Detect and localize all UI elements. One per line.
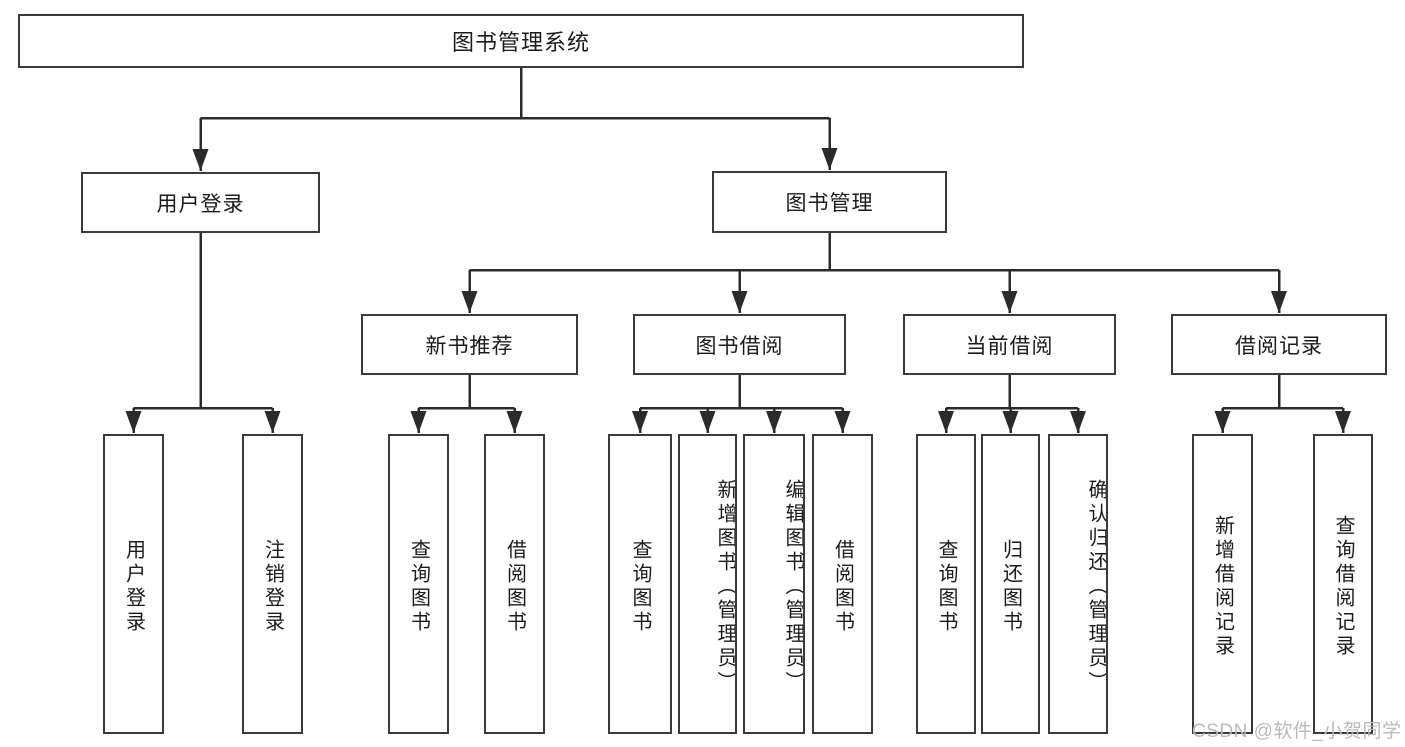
node-borrowing-records[interactable]: 借阅记录 <box>1171 314 1387 375</box>
watermark-text: CSDN @软件_小贺同学 <box>1192 721 1402 742</box>
leaf-borrow-books-borrowing[interactable]: 借阅图书 <box>812 434 873 734</box>
leaf-user-login[interactable]: 用户登录 <box>103 434 164 734</box>
node-user-login[interactable]: 用户登录 <box>81 172 320 233</box>
node-book-management[interactable]: 图书管理 <box>712 171 947 233</box>
node-new-book-recommendation[interactable]: 新书推荐 <box>361 314 578 375</box>
leaf-add-book-admin[interactable]: 新增图书（管理员） <box>678 434 737 734</box>
leaf-logout[interactable]: 注销登录 <box>242 434 303 734</box>
leaf-add-borrowing-record[interactable]: 新增借阅记录 <box>1192 434 1253 734</box>
node-book-borrowing[interactable]: 图书借阅 <box>633 314 846 375</box>
leaf-query-books-borrowing[interactable]: 查询图书 <box>608 434 672 734</box>
leaf-edit-book-admin[interactable]: 编辑图书（管理员） <box>743 434 805 734</box>
leaf-query-books-current[interactable]: 查询图书 <box>916 434 976 734</box>
leaf-query-books-recommendation[interactable]: 查询图书 <box>388 434 449 734</box>
leaf-confirm-return-admin[interactable]: 确认归还（管理员） <box>1048 434 1108 734</box>
node-current-borrowing[interactable]: 当前借阅 <box>903 314 1116 375</box>
leaf-borrow-books-recommendation[interactable]: 借阅图书 <box>484 434 545 734</box>
leaf-query-borrowing-record[interactable]: 查询借阅记录 <box>1313 434 1373 734</box>
node-root-book-management-system[interactable]: 图书管理系统 <box>18 14 1024 68</box>
leaf-return-books[interactable]: 归还图书 <box>981 434 1040 734</box>
